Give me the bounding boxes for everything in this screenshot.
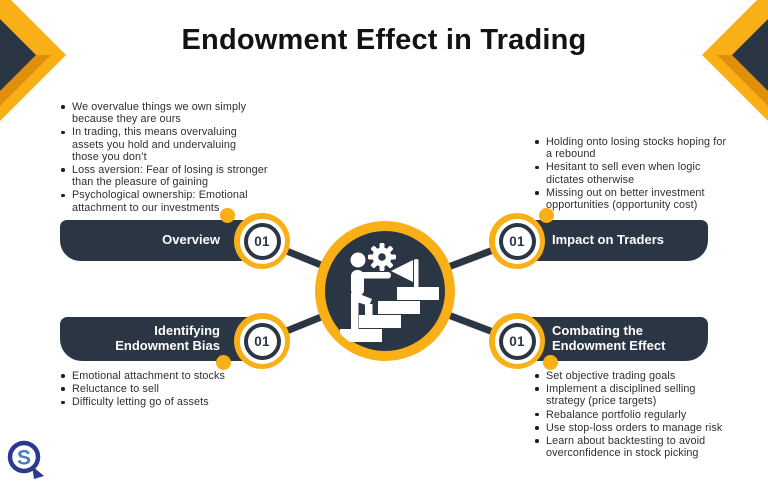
brand-logo-sq-icon: S xyxy=(7,440,44,479)
bullet-item: Psychological ownership: Emotional attac… xyxy=(58,189,318,214)
corner-decoration-left-icon xyxy=(0,0,66,121)
badge-ring: 01 xyxy=(494,218,540,264)
badge-number: 01 xyxy=(243,322,281,360)
section-label: Overview xyxy=(162,232,220,248)
section-label: Identifying Endowment Bias xyxy=(115,323,220,353)
person-climbing-icon xyxy=(350,252,391,330)
bullet-item: In trading, this means overvaluing asset… xyxy=(58,126,318,163)
accent-dot xyxy=(220,208,235,223)
number-badge-identifying: 01 xyxy=(234,313,290,369)
bullet-item: Loss aversion: Fear of losing is stronge… xyxy=(58,164,318,188)
bullet-item: Holding onto losing stocks hoping for a … xyxy=(532,136,757,160)
flag-icon xyxy=(391,260,413,282)
corner-decoration-right-icon xyxy=(702,0,768,121)
bullet-item: Use stop-loss orders to manage risk xyxy=(532,422,760,434)
impact-bullet-list: Holding onto losing stocks hoping for a … xyxy=(532,136,757,212)
flag-pole xyxy=(414,259,419,288)
logo-letter: S xyxy=(17,447,31,470)
number-badge-combating: 01 xyxy=(489,313,545,369)
badge-number: 01 xyxy=(243,222,281,260)
accent-dot xyxy=(216,355,231,370)
stair-step xyxy=(359,315,401,328)
section-label: Combating the Endowment Effect xyxy=(552,323,666,353)
badge-ring: 01 xyxy=(494,318,540,364)
number-badge-impact: 01 xyxy=(489,213,545,269)
number-badge-overview: 01 xyxy=(234,213,290,269)
accent-dot xyxy=(539,208,554,223)
gear-icon xyxy=(368,243,396,271)
bullet-item: Rebalance portfolio regularly xyxy=(532,409,760,421)
section-label: Impact on Traders xyxy=(552,232,664,248)
center-emblem-person-climbing-stairs-flag-gear-icon xyxy=(315,221,455,361)
accent-dot xyxy=(543,355,558,370)
bullet-item: Emotional attachment to stocks xyxy=(58,370,318,382)
bullet-item: Difficulty letting go of assets xyxy=(58,396,318,408)
bullet-item: Missing out on better investment opportu… xyxy=(532,187,757,211)
stair-step xyxy=(397,287,439,300)
page-title: Endowment Effect in Trading xyxy=(181,24,587,56)
bullet-item: Reluctance to sell xyxy=(58,383,318,395)
combating-bullet-list: Set objective trading goals Implement a … xyxy=(532,370,760,460)
bullet-item: We overvalue things we own simply becaus… xyxy=(58,101,318,125)
stair-step xyxy=(378,301,420,314)
identifying-bullet-list: Emotional attachment to stocks Reluctanc… xyxy=(58,370,318,410)
badge-number: 01 xyxy=(498,222,536,260)
bullet-item: Set objective trading goals xyxy=(532,370,760,382)
badge-ring: 01 xyxy=(239,318,285,364)
stair-step xyxy=(340,329,382,342)
badge-ring: 01 xyxy=(239,218,285,264)
overview-bullet-list: We overvalue things we own simply becaus… xyxy=(58,101,318,215)
badge-number: 01 xyxy=(498,322,536,360)
bullet-item: Learn about backtesting to avoid overcon… xyxy=(532,435,760,459)
bullet-item: Implement a disciplined selling strategy… xyxy=(532,383,760,407)
bullet-item: Hesitant to sell even when logic dictate… xyxy=(532,161,757,186)
